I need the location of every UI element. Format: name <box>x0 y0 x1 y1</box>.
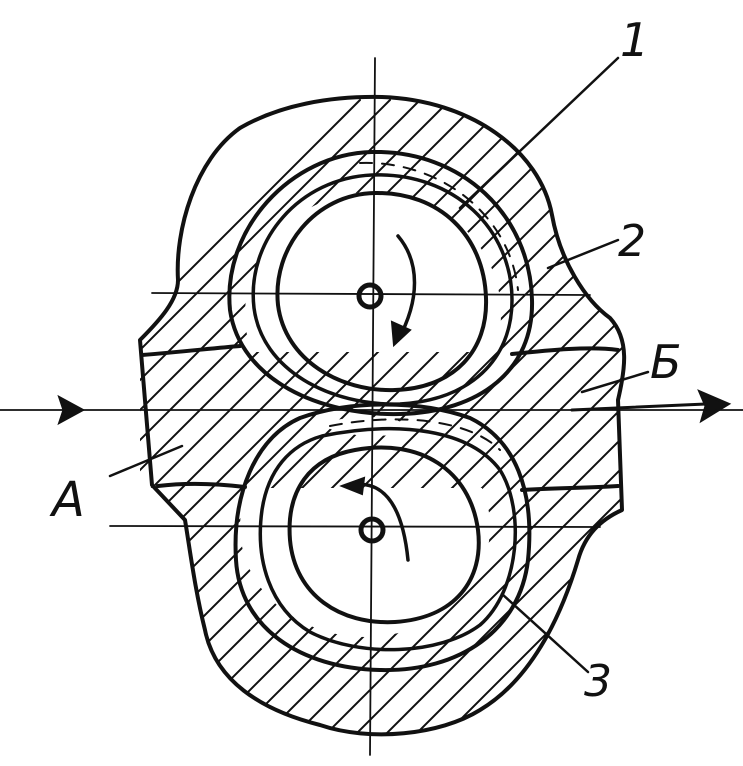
upper-gear-bore-circle <box>275 190 489 393</box>
hatch-line <box>140 99 391 735</box>
housing-outline <box>138 94 627 737</box>
upper-rotation-arrow-icon <box>396 234 417 342</box>
outlet-flow-arrow-icon <box>697 389 732 424</box>
leader-line-3 <box>500 592 590 674</box>
hatch-line <box>149 99 625 735</box>
center-lines <box>0 57 743 756</box>
hatch-line <box>140 99 361 735</box>
hatch-line <box>140 99 625 735</box>
channel-wall-bottom-right <box>520 484 620 492</box>
channel-wall-top-left <box>140 344 242 357</box>
hatch-line <box>140 99 601 735</box>
lower-gear <box>233 402 532 673</box>
channel-wall-top-right <box>510 346 620 356</box>
hatch-line <box>419 99 625 735</box>
lower-gear-outer-circle <box>233 402 532 673</box>
hatch-line <box>660 100 743 760</box>
channel-wall-bottom-left <box>156 481 247 489</box>
hatch-line <box>140 99 625 735</box>
leader-line-outlet <box>580 370 650 394</box>
hatch-line <box>179 99 625 735</box>
hatch-line <box>389 99 625 735</box>
upper-gear-pitch-dashes <box>359 161 519 291</box>
upper-gear <box>227 149 535 417</box>
inlet-flow-arrow-icon <box>57 394 86 426</box>
label-part-2: 2 <box>618 216 646 267</box>
upper-gear-horizontal-axis <box>151 292 591 296</box>
lower-gear-horizontal-axis <box>109 525 601 528</box>
upper-shaft-icon <box>356 282 384 310</box>
lower-gear-pitch-dashes <box>329 418 501 451</box>
hatch-line <box>239 99 625 735</box>
hatch-line <box>599 99 625 735</box>
label-outlet-b: Б <box>650 335 682 389</box>
leader-line-1 <box>458 56 620 210</box>
lower-rotation-arrowhead <box>339 476 366 496</box>
leader-line-2 <box>546 238 620 270</box>
hatch-line <box>690 100 743 760</box>
upper-gear-root-circle <box>251 173 514 406</box>
lower-gear-root-circle <box>258 427 517 652</box>
vertical-axis-line <box>369 57 376 756</box>
hatch-line <box>329 99 625 735</box>
label-inlet-a: А <box>49 472 85 528</box>
upper-gear-outer-circle <box>227 149 535 417</box>
lower-gear-bore-circle <box>287 445 481 625</box>
hatch-line <box>720 100 743 760</box>
label-part-3: 3 <box>584 656 612 707</box>
label-part-1: 1 <box>620 13 649 67</box>
hatch-line <box>140 99 511 735</box>
lower-shaft-icon <box>358 516 386 544</box>
hatch-line <box>140 99 571 735</box>
hatch-line <box>630 100 743 760</box>
upper-rotation-arrowhead <box>390 320 412 348</box>
outlet-flow-shaft <box>570 402 708 412</box>
hatch-line <box>509 99 625 735</box>
hatch-line <box>209 99 625 735</box>
hatch-line <box>140 99 625 735</box>
leader-lines <box>108 56 650 674</box>
leader-line-inlet <box>108 444 184 478</box>
